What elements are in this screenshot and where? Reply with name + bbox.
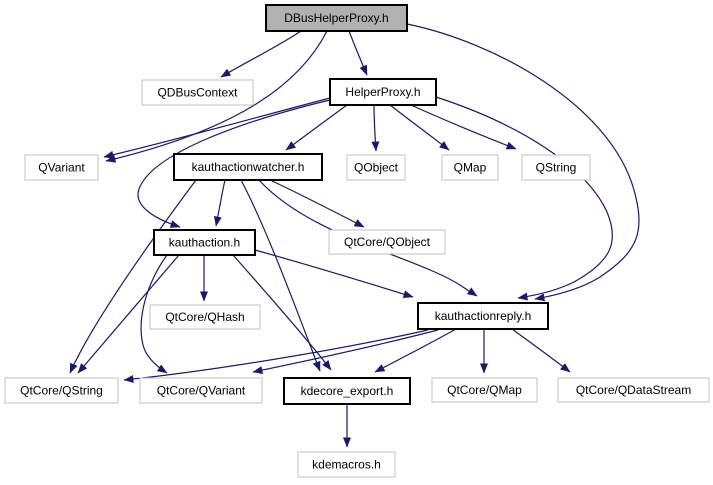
qvariant-box	[24, 154, 99, 181]
graph-node-qobject: QObject	[346, 154, 406, 181]
graph-node-qtqstring: QtCore/QString	[4, 377, 119, 404]
graph-node-helper[interactable]: HelperProxy.h	[329, 78, 437, 106]
edge-dbus-to-qdbuscontext	[220, 30, 302, 78]
graph-node-qtqvariant: QtCore/QVariant	[139, 377, 263, 404]
edges-layer	[69, 23, 640, 448]
edge-helper-to-qmap	[389, 104, 450, 151]
edge-watcher-to-qtqobject	[269, 179, 365, 228]
qstring-box	[521, 154, 591, 181]
qtdatastream-label: QtCore/QDataStream	[576, 383, 691, 397]
graph-node-kdecore[interactable]: kdecore_export.h	[283, 377, 411, 405]
helper-label: HelperProxy.h	[345, 85, 420, 99]
qtqmap-label: QtCore/QMap	[447, 383, 522, 397]
watcher-box[interactable]	[173, 153, 323, 181]
qtqobject-box	[328, 229, 446, 255]
edge-action-to-qtqvariant	[140, 254, 168, 374]
graph-node-qvariant: QVariant	[24, 154, 99, 181]
action-label: kauthaction.h	[169, 236, 240, 250]
edge-helper-to-watcher	[285, 104, 348, 151]
qstring-label: QString	[536, 161, 577, 175]
qdbuscontext-box	[141, 79, 254, 106]
qdbuscontext-label: QDBusContext	[157, 86, 238, 100]
watcher-label: kauthactionwatcher.h	[192, 160, 305, 174]
edge-watcher-to-qtqstring	[69, 179, 197, 374]
kdemacros-label: kdemacros.h	[312, 458, 381, 472]
qobject-box	[346, 154, 406, 181]
dbus-label: DBusHelperProxy.h	[284, 11, 388, 25]
graph-node-reply[interactable]: kauthactionreply.h	[417, 302, 549, 330]
graph-node-qtqobject: QtCore/QObject	[328, 229, 446, 255]
graph-node-kdemacros: kdemacros.h	[297, 451, 396, 478]
edge-helper-to-qvariant	[103, 97, 331, 159]
graph-node-qthash: QtCore/QHash	[149, 304, 261, 330]
reply-box[interactable]	[417, 302, 549, 330]
edge-helper-to-action	[137, 99, 331, 228]
graph-node-qdbuscontext: QDBusContext	[141, 79, 254, 106]
qtqstring-label: QtCore/QString	[20, 384, 103, 398]
edge-helper-to-qstring	[410, 104, 517, 150]
graph-node-qtdatastream: QtCore/QDataStream	[557, 377, 710, 403]
edge-reply-to-qtqstring	[123, 329, 429, 384]
dbus-box	[265, 4, 408, 32]
qvariant-label: QVariant	[38, 161, 85, 175]
qobject-label: QObject	[354, 161, 399, 175]
graph-node-dbus: DBusHelperProxy.h	[265, 4, 408, 32]
edge-action-to-kdecore	[232, 254, 332, 371]
graph-node-action[interactable]: kauthaction.h	[153, 229, 256, 256]
edge-watcher-to-action	[213, 179, 226, 227]
qtqvariant-label: QtCore/QVariant	[157, 384, 246, 398]
edge-action-to-reply	[254, 249, 414, 298]
graph-node-watcher[interactable]: kauthactionwatcher.h	[173, 153, 323, 181]
qmap-label: QMap	[454, 161, 487, 175]
edge-dbus-to-helper	[348, 30, 368, 76]
kdemacros-box	[297, 451, 396, 478]
edge-reply-to-kdecore	[374, 328, 457, 373]
edge-watcher-to-reply	[258, 179, 478, 297]
qtdatastream-box	[557, 377, 710, 403]
kdecore-label: kdecore_export.h	[301, 384, 394, 398]
edge-dbus-to-reply	[406, 23, 640, 302]
qtqmap-box	[431, 377, 538, 403]
helper-box[interactable]	[329, 78, 437, 106]
edge-reply-to-qtqvariant	[252, 329, 439, 374]
edge-action-to-qtqstring	[77, 254, 180, 374]
qtqstring-box	[4, 377, 119, 404]
qthash-label: QtCore/QHash	[165, 310, 244, 324]
edge-helper-to-qobject	[371, 104, 380, 152]
edge-watcher-to-kdecore	[240, 179, 321, 372]
edge-dbus-to-qvariant	[105, 30, 328, 163]
reply-label: kauthactionreply.h	[435, 309, 532, 323]
graph-node-qstring: QString	[521, 154, 591, 181]
qmap-box	[441, 154, 499, 181]
action-box[interactable]	[153, 229, 256, 256]
graph-node-qtqmap: QtCore/QMap	[431, 377, 538, 403]
qtqvariant-box	[139, 377, 263, 404]
qthash-box	[149, 304, 261, 330]
edge-helper-to-reply	[435, 96, 614, 301]
kdecore-box[interactable]	[283, 377, 411, 405]
qtqobject-label: QtCore/QObject	[344, 235, 431, 249]
edge-reply-to-qtdatastream	[511, 328, 571, 373]
graph-node-qmap: QMap	[441, 154, 499, 181]
